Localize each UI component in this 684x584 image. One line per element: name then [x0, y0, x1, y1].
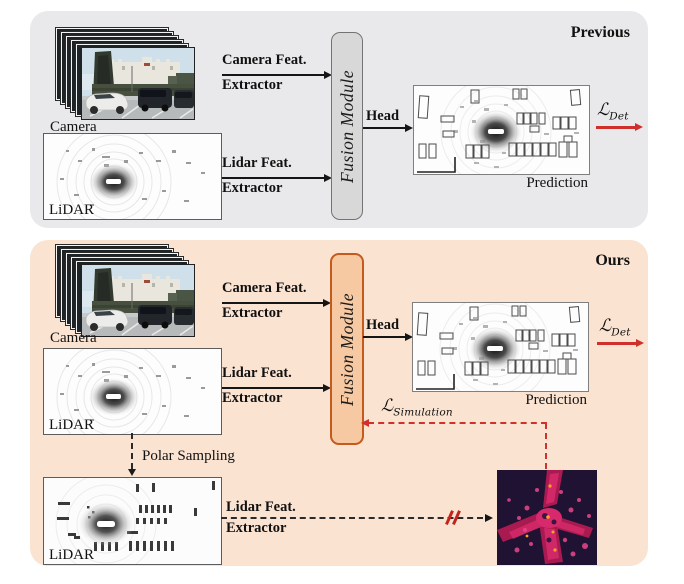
lidar-extractor-label-line2: Extractor: [222, 180, 283, 196]
ours-title: Ours: [595, 252, 630, 269]
arrowhead-left-icon: [361, 418, 369, 427]
lidar-feature-heatmap: [497, 470, 597, 565]
loss-det-symbol: ℒ: [597, 100, 610, 120]
loss-det-subscript: Det: [611, 326, 631, 339]
prediction-label: Prediction: [526, 175, 588, 191]
loss-det-subscript: Det: [609, 110, 629, 123]
lidar-bev-image: LiDAR: [43, 348, 222, 435]
arrowhead-icon: [485, 513, 493, 522]
camera-label: Camera: [50, 330, 97, 346]
feature-heatmap-graphic: [497, 470, 597, 565]
lidar-extractor-label-line1: Lidar Feat.: [222, 155, 292, 171]
arrowhead-icon: [323, 298, 331, 307]
camera-label: Camera: [50, 119, 97, 135]
stop-gradient-dashed-line: [221, 517, 483, 519]
arrowhead-icon: [324, 173, 332, 182]
lidar-bev-graphic: [44, 349, 221, 434]
sampled-lidar-graphic: [44, 478, 221, 564]
loss-simulation: ℒSimulation: [381, 396, 453, 418]
head-label: Head: [366, 317, 400, 333]
lidar-extractor-label-line2: Extractor: [222, 390, 283, 406]
prediction-bev-graphic: [414, 86, 589, 174]
camera-image-stack: [56, 245, 196, 337]
prediction-bev-graphic: [413, 303, 588, 391]
arrowhead-icon: [405, 123, 413, 132]
camera-extractor-label-line2: Extractor: [222, 305, 283, 321]
loss-simulation-dashed-line-vertical: [545, 423, 547, 469]
arrowhead-icon: [323, 383, 331, 392]
parking-lot-photo: [82, 265, 194, 336]
prediction-image: [413, 85, 590, 175]
loss-simulation-symbol: ℒ: [381, 396, 394, 416]
camera-photo: [81, 264, 195, 337]
loss-det: ℒDet: [597, 100, 629, 122]
arrowhead-icon: [405, 332, 413, 341]
sampled-lidar-image: LiDAR: [43, 477, 222, 565]
camera-extractor-label-line1: Camera Feat.: [222, 52, 307, 68]
camera-extractor-label-line2: Extractor: [222, 77, 283, 93]
previous-title: Previous: [570, 24, 630, 41]
sampled-lidar-extractor-label-line2: Extractor: [226, 520, 287, 536]
lidar-extractor-label-line1: Lidar Feat.: [222, 365, 292, 381]
loss-det: ℒDet: [599, 316, 631, 338]
camera-image-stack: [56, 28, 196, 120]
head-arrow: [363, 127, 406, 129]
loss-det-arrow: [596, 126, 636, 129]
sampled-lidar-extractor-label-line1: Lidar Feat.: [226, 499, 296, 515]
camera-extractor-arrow: [222, 302, 325, 304]
sampled-lidar-label: LiDAR: [49, 547, 94, 563]
fusion-module-box: Fusion Module: [331, 32, 363, 220]
loss-det-arrow: [597, 342, 637, 345]
lidar-bev-graphic: [44, 134, 221, 219]
parking-lot-photo: [82, 48, 194, 119]
camera-photo: [81, 47, 195, 120]
arrowhead-down-icon: [127, 469, 136, 476]
arrowhead-icon: [636, 338, 644, 347]
loss-simulation-dashed-line: [368, 422, 547, 424]
lidar-bev-image: LiDAR: [43, 133, 222, 220]
camera-extractor-label-line1: Camera Feat.: [222, 280, 307, 296]
fusion-module-box: Fusion Module: [330, 253, 364, 445]
lidar-extractor-arrow: [222, 177, 325, 179]
prediction-image: [412, 302, 589, 392]
fusion-module-label: Fusion Module: [336, 292, 357, 406]
head-label: Head: [366, 108, 400, 124]
polar-sampling-dashed-arrow: [131, 433, 133, 469]
lidar-extractor-arrow: [222, 387, 325, 389]
loss-simulation-subscript: Simulation: [393, 406, 453, 419]
polar-sampling-label: Polar Sampling: [142, 448, 235, 464]
head-arrow: [363, 336, 406, 338]
lidar-label: LiDAR: [49, 202, 94, 218]
arrowhead-icon: [324, 70, 332, 79]
prediction-label: Prediction: [525, 392, 587, 408]
fusion-module-label: Fusion Module: [336, 69, 357, 183]
loss-det-symbol: ℒ: [599, 316, 612, 336]
camera-extractor-arrow: [222, 74, 325, 76]
arrowhead-icon: [635, 122, 643, 131]
lidar-label: LiDAR: [49, 417, 94, 433]
